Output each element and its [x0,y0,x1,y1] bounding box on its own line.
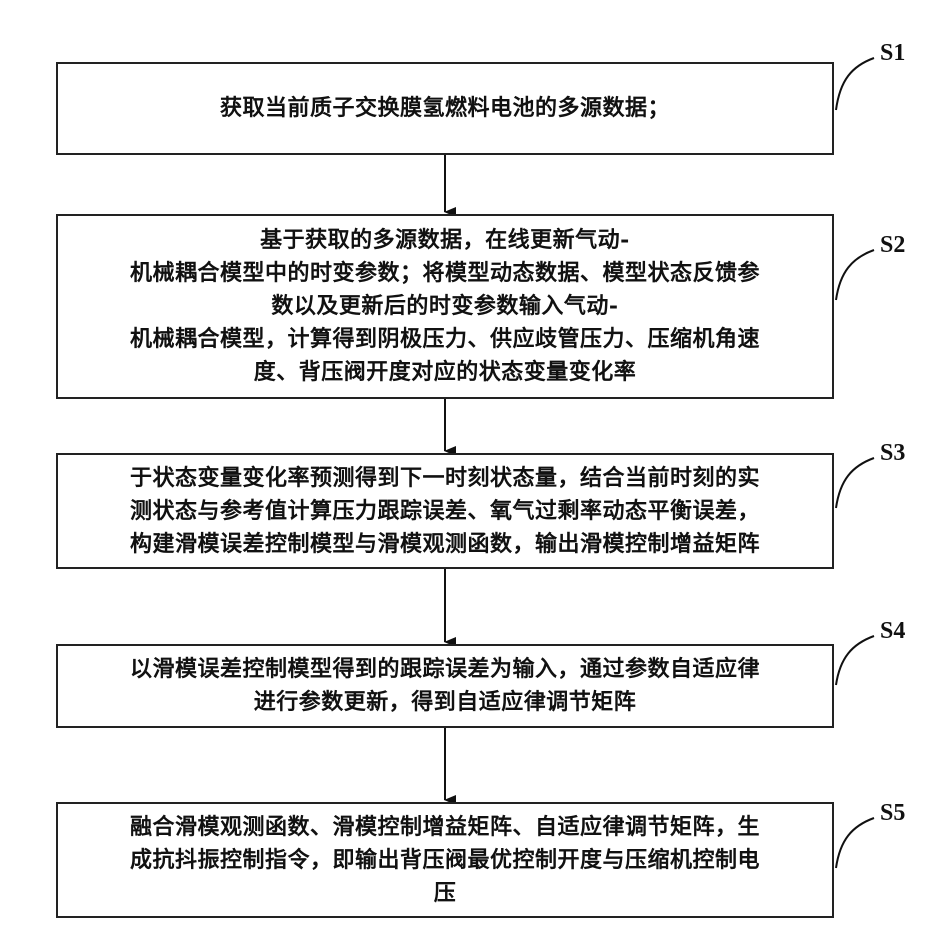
step-text-s1: 获取当前质子交换膜氢燃料电池的多源数据； [220,92,670,125]
step-text-s3: 于状态变量变化率预测得到下一时刻状态量，结合当前时刻的实 测状态与参考值计算压力… [130,462,760,561]
step-label-s4: S4 [880,618,905,645]
step-text-s4: 以滑模误差控制模型得到的跟踪误差为输入，通过参数自适应律 进行参数更新，得到自适… [130,653,760,719]
step-box-s5: 融合滑模观测函数、滑模控制增益矩阵、自适应律调节矩阵，生 成抗抖振控制指令，即输… [56,802,834,918]
step-text-s5: 融合滑模观测函数、滑模控制增益矩阵、自适应律调节矩阵，生 成抗抖振控制指令，即输… [130,811,760,910]
leader-s3 [836,458,874,508]
step-box-s2: 基于获取的多源数据，在线更新气动- 机械耦合模型中的时变参数；将模型动态数据、模… [56,214,834,399]
leader-s2 [836,250,874,300]
step-label-s3: S3 [880,440,905,467]
leader-s5 [836,818,874,868]
step-label-s2: S2 [880,232,905,259]
step-label-s5: S5 [880,800,905,827]
step-box-s1: 获取当前质子交换膜氢燃料电池的多源数据； [56,62,834,155]
step-label-s1: S1 [880,40,905,67]
step-box-s4: 以滑模误差控制模型得到的跟踪误差为输入，通过参数自适应律 进行参数更新，得到自适… [56,644,834,728]
step-text-s2: 基于获取的多源数据，在线更新气动- 机械耦合模型中的时变参数；将模型动态数据、模… [130,224,760,389]
leader-s1 [836,58,874,110]
step-box-s3: 于状态变量变化率预测得到下一时刻状态量，结合当前时刻的实 测状态与参考值计算压力… [56,453,834,569]
leader-s4 [836,636,874,685]
